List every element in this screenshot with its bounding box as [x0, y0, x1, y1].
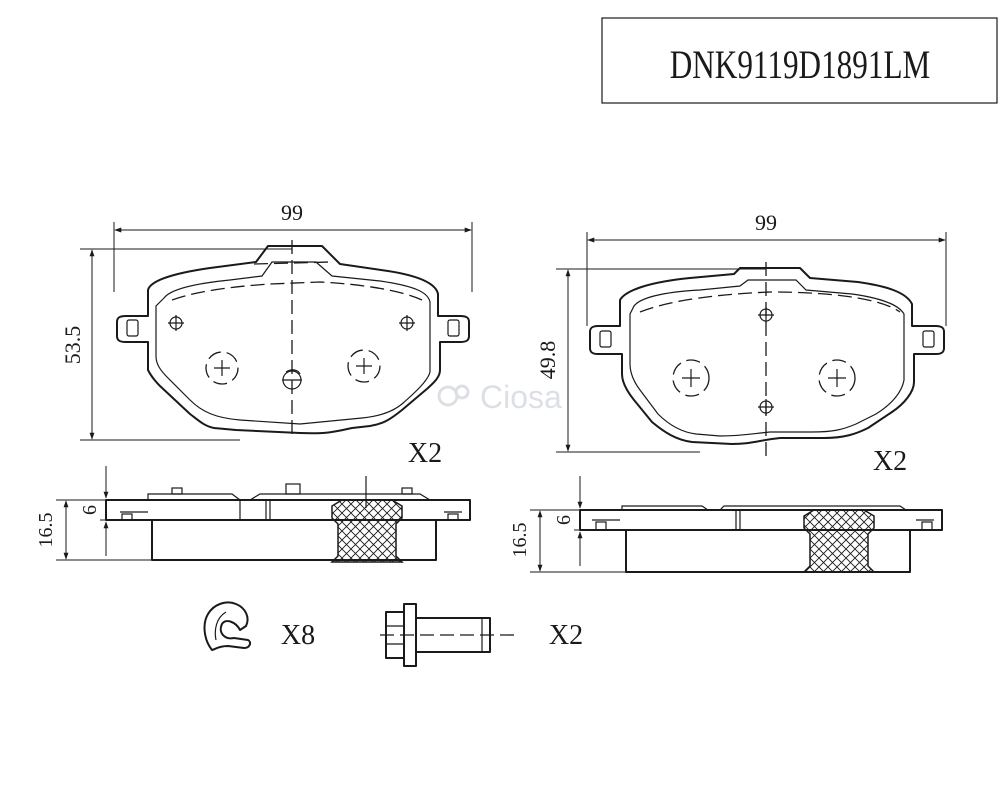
left-total-thickness: 16.5 [35, 513, 57, 548]
section-hatch [330, 499, 404, 563]
right-backplate-thickness: 6 [553, 515, 575, 525]
bolt-icon [380, 603, 514, 667]
watermark-text: Ciosa [480, 379, 562, 415]
section-hatch [802, 509, 876, 573]
left-backplate-thickness: 6 [79, 505, 101, 515]
watermark: Ciosa [437, 379, 562, 415]
left-width-label: 99 [281, 200, 303, 225]
left-quantity: X2 [408, 438, 442, 469]
right-quantity: X2 [873, 446, 907, 477]
left-height-label: 53.5 [60, 326, 85, 365]
part-number: DNK9119D1891LM [670, 42, 930, 87]
bolt-quantity: X2 [549, 620, 583, 651]
clip-quantity: X8 [281, 620, 315, 651]
right-height-label: 49.8 [535, 341, 560, 380]
title-box [601, 17, 998, 104]
left-pad-front [80, 222, 473, 441]
right-pad-side [530, 476, 943, 573]
clip-icon [203, 601, 252, 651]
right-pad-front [556, 232, 947, 456]
right-total-thickness: 16.5 [509, 523, 531, 558]
left-pad-side [56, 466, 471, 563]
right-width-label: 99 [755, 210, 777, 235]
